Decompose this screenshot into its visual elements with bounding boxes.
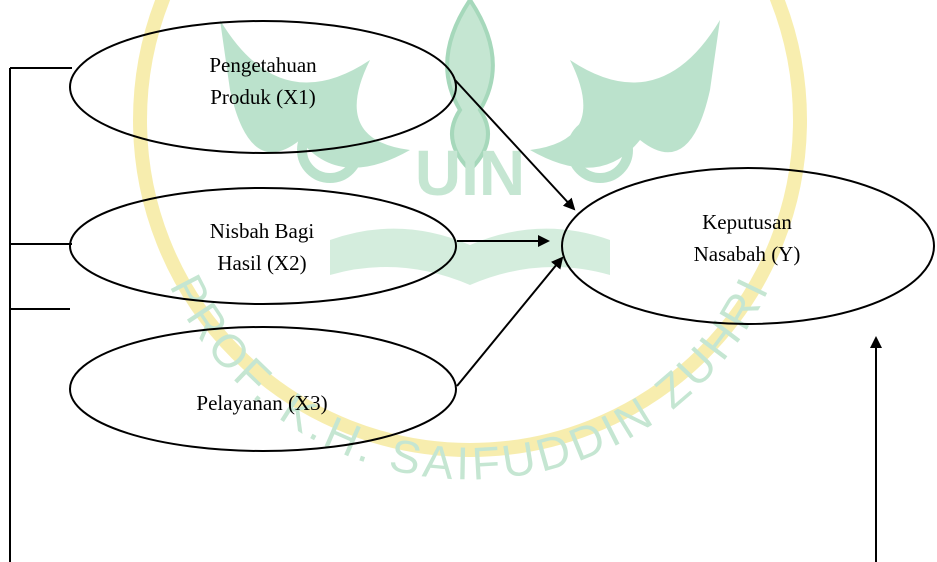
node-x2-label-line1: Nisbah Bagi xyxy=(210,219,315,243)
node-x2-label-line2: Hasil (X2) xyxy=(217,251,306,275)
node-y: Keputusan Nasabah (Y) xyxy=(561,167,935,325)
node-x3-ellipse xyxy=(69,326,457,452)
node-x1-ellipse xyxy=(69,20,457,154)
node-x1: Pengetahuan Produk (X1) xyxy=(69,20,457,154)
node-x1-label-line2: Produk (X1) xyxy=(210,85,316,109)
node-x2: Nisbah Bagi Hasil (X2) xyxy=(69,187,457,305)
arrows xyxy=(454,79,882,562)
node-y-label-line1: Keputusan xyxy=(702,210,792,234)
watermark-swirl-right xyxy=(567,117,633,183)
node-x3-label-line1: Pelayanan (X3) xyxy=(196,391,327,415)
node-x2-ellipse xyxy=(69,187,457,305)
watermark-logo-text: UIN xyxy=(415,137,525,209)
arrow-x3-to-y xyxy=(456,256,564,387)
watermark-left-wing xyxy=(220,20,410,168)
node-y-ellipse xyxy=(561,167,935,325)
watermark-flame xyxy=(445,0,495,173)
left-bracket xyxy=(9,67,72,562)
watermark-swirl-left xyxy=(297,117,363,183)
arrow-x1-to-y xyxy=(454,79,576,211)
node-x1-label-line1: Pengetahuan xyxy=(209,53,317,77)
watermark-ring xyxy=(133,0,807,457)
node-y-label-line2: Nasabah (Y) xyxy=(694,242,801,266)
node-x3: Pelayanan (X3) xyxy=(69,326,457,452)
